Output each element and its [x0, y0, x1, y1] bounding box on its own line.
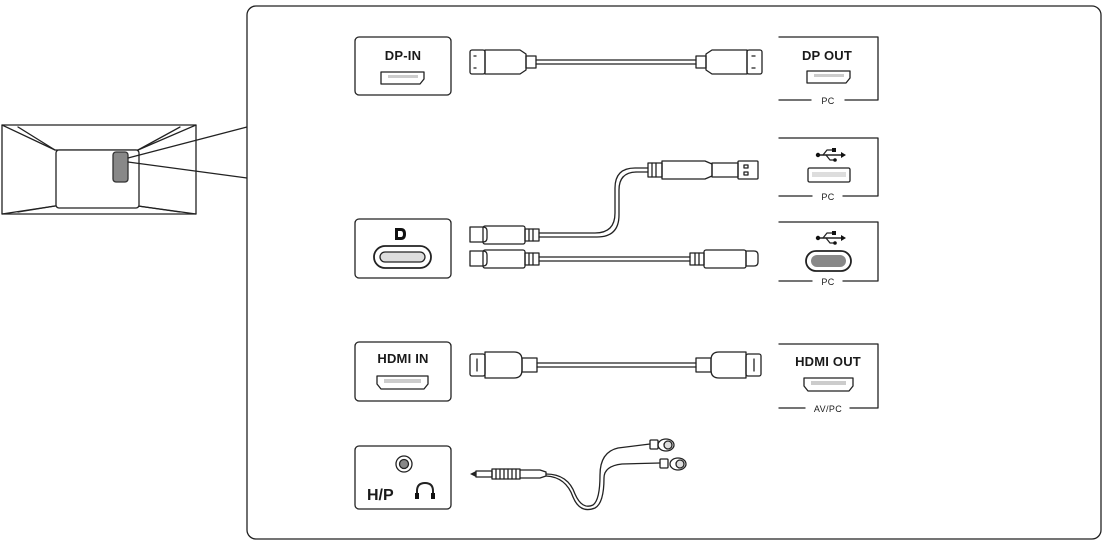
hdmi-in-port: HDMI IN [354, 341, 452, 402]
usb-trident-icon-2 [815, 231, 846, 245]
port-area-highlight [112, 151, 129, 183]
dp-in-port: DP-IN [354, 36, 452, 96]
dp-out-port: DP OUT PC [778, 36, 879, 106]
usb-c-to-usb-c-cable [469, 249, 759, 269]
dp-out-sublabel: PC [821, 96, 834, 106]
usb-c-out-sublabel: PC [821, 277, 834, 287]
usb-c-port [354, 218, 452, 279]
hdmi-cable [469, 351, 762, 379]
displayport-logo-icon [395, 228, 406, 240]
headphone-port: H/P [354, 445, 452, 510]
detail-panel [246, 5, 1102, 540]
hdmi-out-sublabel: AV/PC [814, 404, 842, 414]
hdmi-out-port: HDMI OUT AV/PC [778, 343, 879, 414]
dp-cable [469, 49, 763, 75]
usb-trident-icon [815, 148, 846, 162]
zoom-line-bottom [127, 161, 248, 179]
usb-c-to-usb-a-cable [469, 160, 759, 245]
dp-out-label: DP OUT [802, 48, 852, 63]
headphone-label: H/P [367, 487, 394, 504]
zoom-line-top [127, 126, 248, 159]
usb-c-out-port: PC [778, 221, 879, 287]
audio-jack-icon [470, 438, 687, 511]
usb-a-sublabel: PC [821, 192, 834, 202]
headphones-icon [415, 482, 435, 499]
hdmi-out-label: HDMI OUT [795, 354, 861, 369]
monitor-back-icon [1, 124, 197, 215]
usb-a-port: PC [778, 137, 879, 202]
hdmi-in-label: HDMI IN [377, 351, 428, 366]
dp-in-label: DP-IN [385, 48, 421, 63]
